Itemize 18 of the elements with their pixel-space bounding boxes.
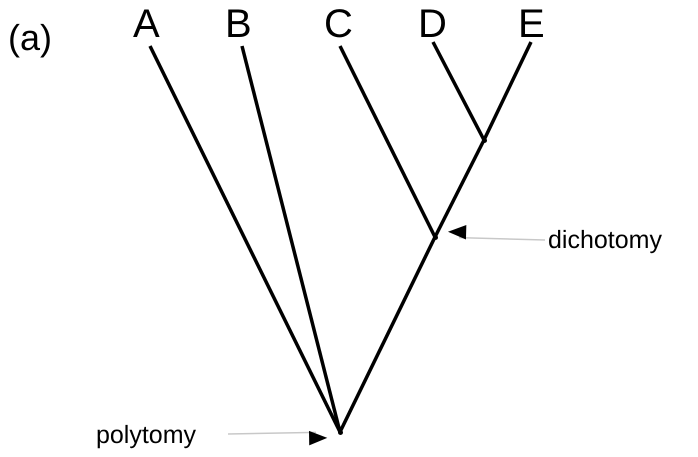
callout-label: polytomy [96, 423, 196, 448]
taxon-label: E [518, 4, 545, 44]
leader-arrow [228, 430, 328, 446]
branch-point [432, 234, 438, 240]
branch-line [482, 41, 533, 141]
branch-point [482, 138, 486, 142]
leader-arrow [448, 224, 546, 241]
taxon-label: C [324, 4, 353, 44]
taxon-label: B [225, 4, 252, 44]
branch-line [431, 41, 486, 141]
branch-line [433, 139, 486, 238]
branch-point [338, 430, 342, 434]
taxon-label: D [418, 4, 447, 44]
branch-line [338, 45, 437, 238]
callout-label: dichotomy [548, 228, 662, 253]
taxon-label: A [133, 4, 160, 44]
branch-line [338, 236, 437, 433]
panel-label: (a) [8, 20, 52, 56]
